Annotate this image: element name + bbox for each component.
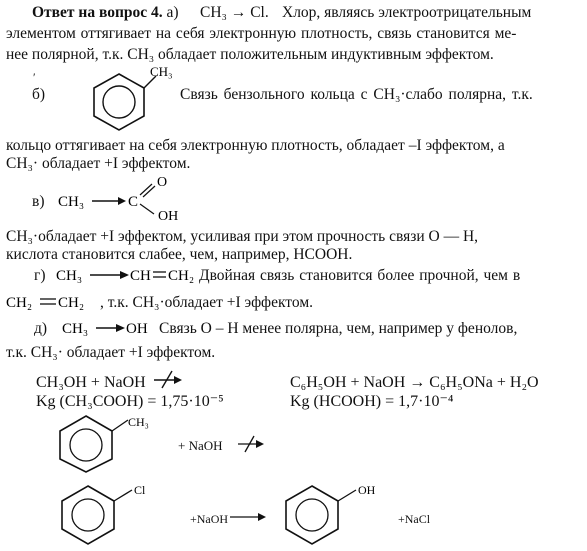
g-line2: , т.к. CH₃·обладает +I эффектом. bbox=[100, 294, 314, 311]
b-line3: CH₃· обладает +I эффектом. bbox=[6, 155, 191, 172]
b-label: б) bbox=[32, 86, 46, 103]
arrow-icon: → bbox=[230, 4, 247, 21]
phenol-structure: OH bbox=[285, 483, 376, 545]
toluene2-ch3: CH₃ bbox=[128, 415, 149, 429]
naoh-1: + NaOH bbox=[178, 438, 223, 453]
d-label: д) bbox=[34, 320, 48, 337]
propene-structure: CH₃ CH CH₂ bbox=[56, 268, 194, 284]
eq-right-2: Kg (HCOOH) = 1,7·10⁻⁴ bbox=[290, 393, 454, 410]
propene-ch: CH bbox=[130, 268, 151, 284]
eq-left-2: Kg (CH₃COOH) = 1,75·10⁻⁵ bbox=[36, 393, 224, 410]
q4-a-line2: элементом оттягивает на себя электронную… bbox=[6, 25, 517, 42]
chlorobenzene-cl: Cl bbox=[134, 483, 146, 497]
propene-ch2: CH₂ bbox=[168, 268, 194, 284]
q4-a-line3: нее полярной, т.к. CH₃ обладает положите… bbox=[6, 46, 494, 63]
formula-ch3: CH₃ bbox=[200, 4, 227, 21]
b-line2: кольцо оттягивает на себя электронную пл… bbox=[6, 137, 505, 154]
acetic-ch3: CH₃ bbox=[58, 194, 84, 210]
nacl: +NaCl bbox=[398, 512, 431, 526]
v-line2: кислота становится слабее, чем, например… bbox=[6, 246, 353, 263]
acetic-acid-structure: CH₃ C O OH bbox=[58, 175, 178, 224]
q4-header: Ответ на вопрос 4. а) bbox=[32, 4, 179, 22]
acetic-c: C bbox=[128, 194, 138, 210]
stray-mark: ′ bbox=[33, 70, 36, 84]
acetic-oh: OH bbox=[158, 209, 178, 224]
formula-cl: Cl bbox=[250, 4, 265, 21]
toluene-structure: CH₃ bbox=[93, 64, 173, 131]
propene-ch3: CH₃ bbox=[56, 268, 82, 284]
q4-a-formula: CH₃ → Cl. bbox=[200, 4, 269, 21]
chlorobenzene-structure: Cl bbox=[61, 483, 146, 545]
v-line1: CH₃·обладает +I эффектом, усиливая при э… bbox=[6, 228, 479, 245]
no-reaction-icon-2 bbox=[238, 435, 264, 453]
g-text: Двойная связь становится более прочной, … bbox=[199, 267, 521, 284]
d-text: Связь O – H менее полярна, чем, например… bbox=[159, 320, 518, 337]
q4-title: Ответ на вопрос 4. bbox=[32, 4, 163, 21]
toluene-ch3-label: CH₃ bbox=[150, 64, 173, 79]
q4-a-text: Хлор, являясь электроотрицательным bbox=[282, 4, 532, 21]
eq-right-1: C₆H₅OH + NaOH → C₆H₅ONa + H₂O bbox=[290, 374, 539, 391]
methanol-oh: OH bbox=[126, 321, 148, 337]
ethene-ch2-left: CH₂ bbox=[6, 295, 32, 311]
no-reaction-icon bbox=[154, 370, 182, 389]
methanol-structure: CH₃ OH bbox=[62, 321, 148, 337]
reaction-arrow-icon bbox=[230, 513, 266, 521]
phenol-oh: OH bbox=[358, 483, 376, 497]
ethene-ch2-right: CH₂ bbox=[58, 295, 84, 311]
acetic-o: O bbox=[157, 175, 167, 190]
d-line2: т.к. CH₃· обладает +I эффектом. bbox=[6, 344, 216, 361]
q4-a-label: а) bbox=[166, 4, 179, 21]
v-label: в) bbox=[32, 193, 45, 210]
ethene-structure: CH₂ CH₂ bbox=[6, 295, 84, 311]
b-line1: Связь бензольного кольца с CH₃·слабо пол… bbox=[180, 86, 533, 103]
toluene-reaction-structure: CH₃ bbox=[59, 415, 149, 473]
methanol-ch3: CH₃ bbox=[62, 321, 88, 337]
g-label: г) bbox=[34, 267, 46, 284]
eq-left-1: CH₃OH + NaOH bbox=[36, 374, 146, 391]
naoh-2: +NaOH bbox=[190, 512, 229, 526]
